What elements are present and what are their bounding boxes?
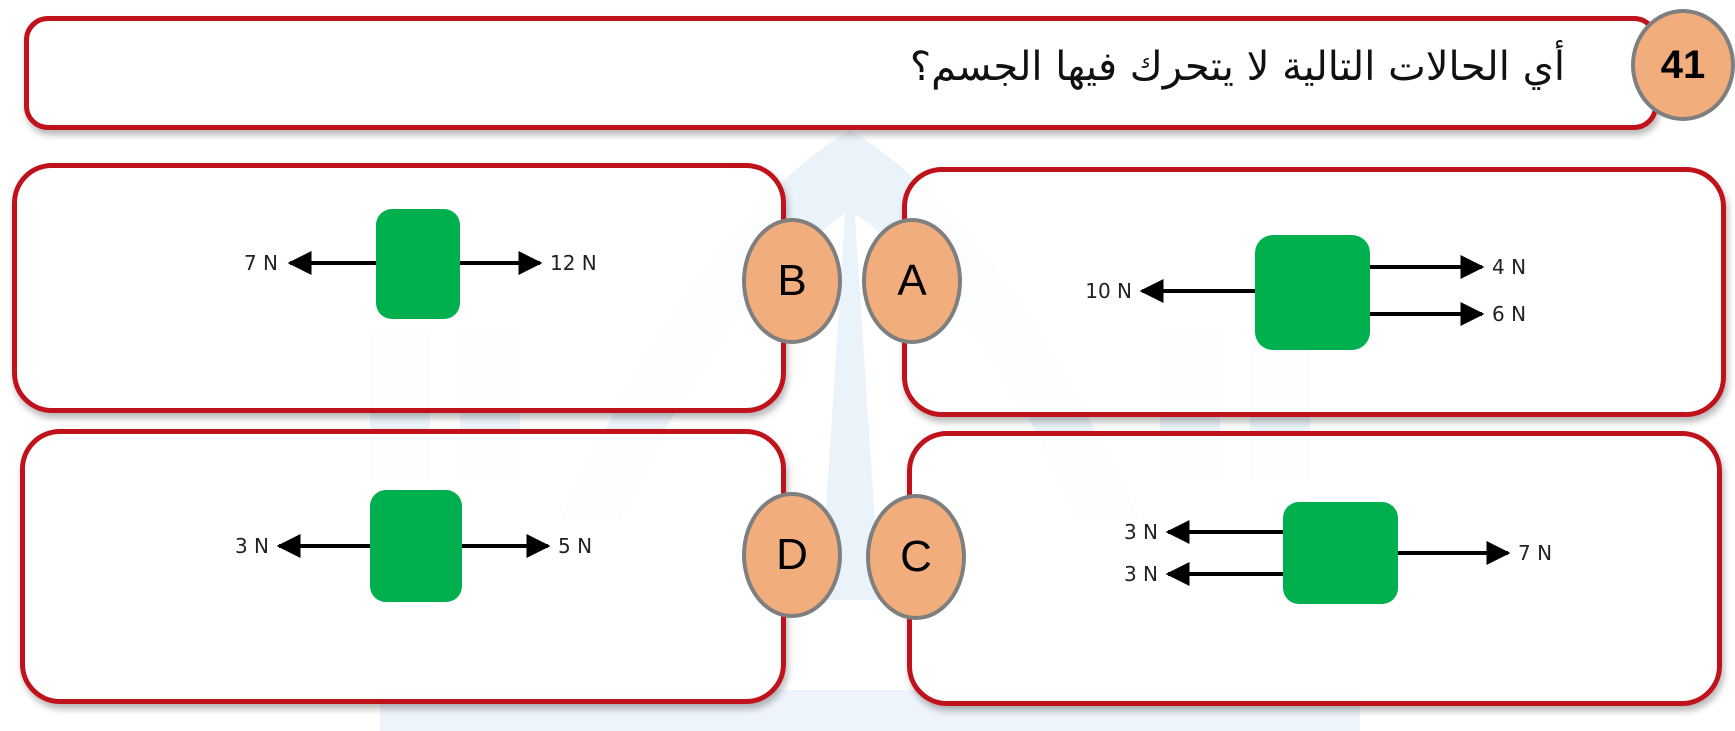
force-label-left-lower: 3 N	[1124, 562, 1158, 586]
force-label-right-lower: 6 N	[1492, 302, 1526, 326]
option-d-diagram: 3 N 5 N	[235, 490, 592, 602]
question-box	[24, 16, 1658, 130]
option-a-diagram: 10 N 4 N 6 N	[1085, 235, 1526, 350]
option-c-badge[interactable]: C	[866, 494, 966, 620]
force-label-left: 3 N	[235, 534, 269, 558]
block	[1255, 235, 1370, 350]
force-label-right-upper: 4 N	[1492, 255, 1526, 279]
block	[370, 490, 462, 602]
option-c-diagram: 3 N 3 N 7 N	[1124, 502, 1552, 604]
force-label-right: 5 N	[558, 534, 592, 558]
question-number-badge: 41	[1631, 9, 1735, 121]
option-d-badge[interactable]: D	[742, 492, 842, 618]
force-label-left: 10 N	[1085, 279, 1132, 303]
force-label-left-upper: 3 N	[1124, 520, 1158, 544]
question-text: أي الحالات التالية لا يتحرك فيها الجسم؟	[909, 44, 1565, 90]
block	[1283, 502, 1398, 604]
option-a-badge[interactable]: A	[862, 218, 962, 344]
force-label-left: 7 N	[244, 251, 278, 275]
option-b-badge[interactable]: B	[742, 218, 842, 344]
block	[376, 209, 460, 319]
force-label-right: 12 N	[550, 251, 597, 275]
force-label-right: 7 N	[1518, 541, 1552, 565]
option-b-diagram: 7 N 12 N	[244, 209, 597, 319]
